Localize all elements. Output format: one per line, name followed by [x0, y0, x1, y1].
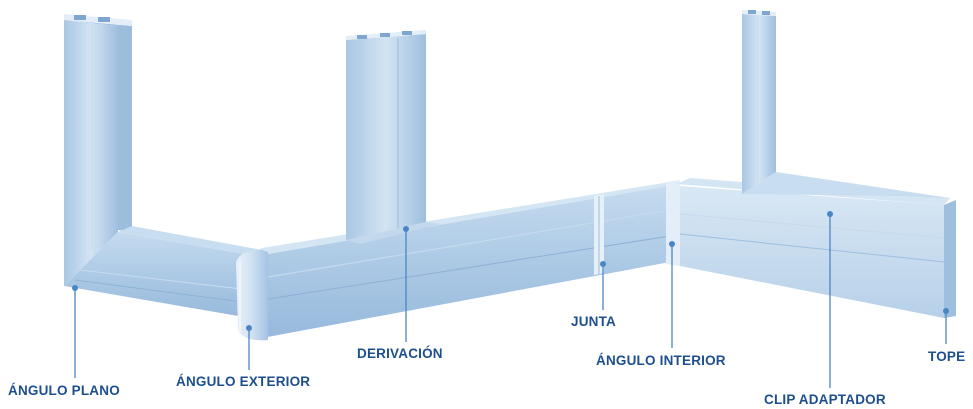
label-angulo-exterior: ÁNGULO EXTERIOR	[176, 374, 310, 389]
leader-angulo-interior	[669, 241, 675, 348]
label-clip-adaptador: CLIP ADAPTADOR	[764, 392, 886, 407]
leader-clip-adaptador	[827, 211, 833, 388]
leader-tope	[943, 308, 949, 344]
derivacion-piece	[346, 30, 440, 244]
leader-derivacion	[403, 226, 409, 342]
label-tope: TOPE	[928, 349, 965, 364]
right-trunking-run	[666, 178, 956, 318]
angulo-plano-piece	[64, 14, 262, 318]
label-angulo-interior: ÁNGULO INTERIOR	[596, 353, 726, 368]
leader-junta	[600, 261, 606, 310]
leader-lines	[72, 211, 949, 388]
label-derivacion: DERIVACIÓN	[357, 346, 443, 361]
label-angulo-plano: ÁNGULO PLANO	[8, 383, 120, 398]
leader-angulo-plano	[72, 285, 78, 378]
label-junta: JUNTA	[571, 314, 616, 329]
clip-adaptador-piece	[742, 10, 950, 198]
leader-angulo-exterior	[246, 325, 252, 370]
labels: ÁNGULO PLANO ÁNGULO EXTERIOR DERIVACIÓN …	[8, 314, 965, 407]
